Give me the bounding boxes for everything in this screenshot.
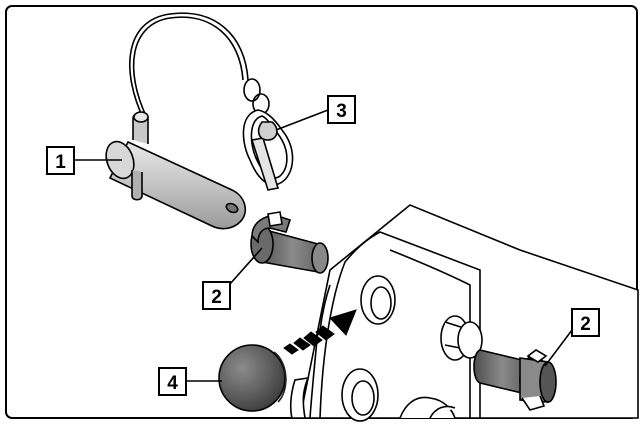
plate-slot-right [440, 315, 483, 361]
callout-3-label: 3 [336, 101, 347, 122]
callout-1: 1 [46, 146, 122, 175]
bushing-right [473, 349, 557, 411]
plate-hole-lower [341, 368, 379, 422]
insertion-arrow [283, 309, 357, 355]
callout-4-label: 4 [167, 373, 178, 394]
safety-cable [129, 12, 249, 121]
callout-2-right: 2 [544, 308, 600, 367]
callout-1-label: 1 [55, 152, 66, 173]
callout-2-upper-label: 2 [211, 287, 222, 308]
bushing-upper [250, 211, 329, 274]
plate-lower-right-parts [399, 396, 456, 419]
callout-3: 3 [275, 95, 356, 131]
plate-hole-upper [360, 275, 396, 325]
callout-4: 4 [158, 367, 222, 396]
callout-2-upper: 2 [202, 247, 263, 310]
callout-2-right-label: 2 [580, 314, 591, 335]
ball-cap [218, 344, 287, 412]
plate-left-edge [289, 376, 310, 419]
